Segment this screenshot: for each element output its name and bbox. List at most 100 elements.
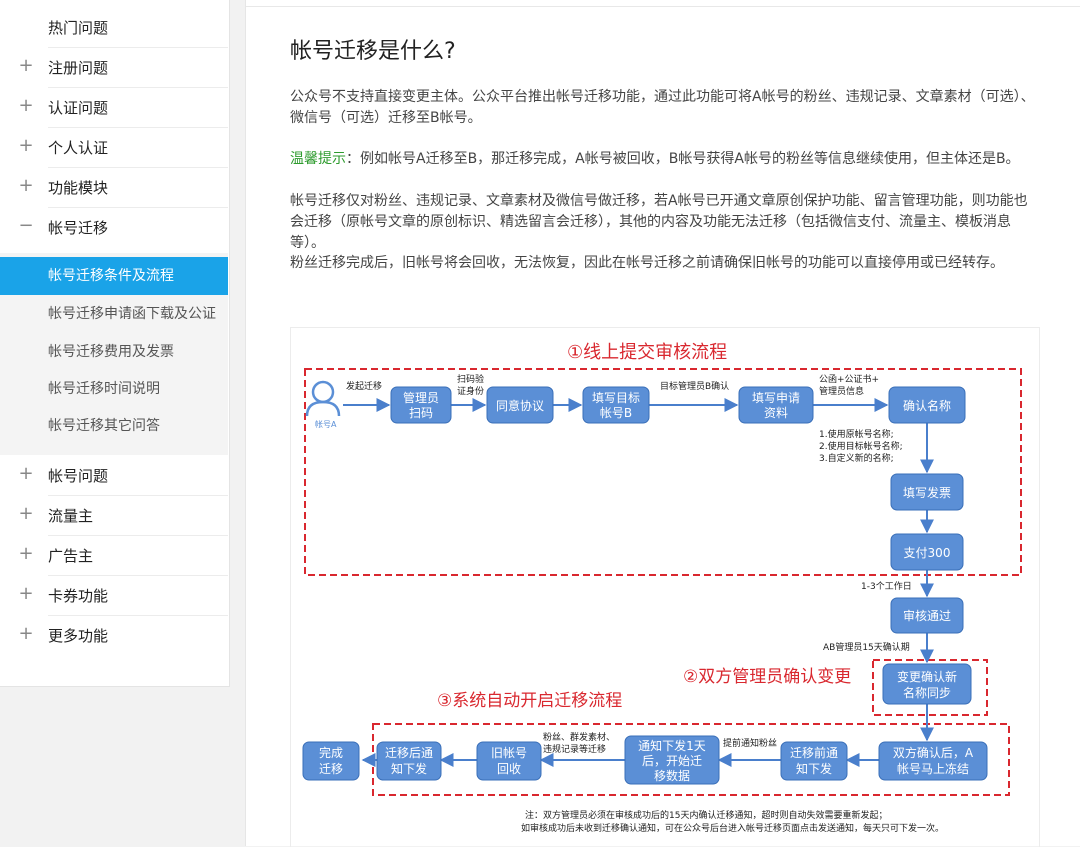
sidebar-item-register[interactable]: + 注册问题 bbox=[0, 48, 228, 88]
box-change-confirm bbox=[882, 663, 972, 705]
sidebar: 热门问题 + 注册问题 + 认证问题 + 个人认证 + 功能模块 − 帐号迁移 … bbox=[0, 0, 230, 687]
sidebar-item-account[interactable]: + 帐号问题 bbox=[0, 456, 228, 496]
svg-text:填写发票: 填写发票 bbox=[903, 485, 951, 500]
submenu-item-other[interactable]: 帐号迁移其它问答 bbox=[0, 407, 228, 445]
svg-text:旧帐号: 旧帐号 bbox=[491, 745, 527, 760]
submenu-item-label: 帐号迁移时间说明 bbox=[48, 381, 160, 397]
svg-text:帐号B: 帐号B bbox=[600, 405, 632, 420]
sidebar-item-label: 更多功能 bbox=[48, 627, 109, 645]
page-title: 帐号迁移是什么? bbox=[290, 39, 456, 64]
svg-text:回收: 回收 bbox=[497, 762, 521, 776]
sidebar-item-hot[interactable]: 热门问题 bbox=[0, 8, 228, 48]
box-fill-invoice bbox=[890, 473, 964, 511]
sidebar-item-label: 认证问题 bbox=[48, 99, 109, 117]
sidebar-item-label: 热门问题 bbox=[48, 19, 109, 37]
svg-text:扫码: 扫码 bbox=[409, 406, 433, 420]
submenu-item-conditions[interactable]: 帐号迁移条件及流程 bbox=[0, 257, 228, 295]
svg-text:审核通过: 审核通过 bbox=[903, 608, 951, 623]
plus-icon: + bbox=[18, 95, 34, 116]
svg-text:名称同步: 名称同步 bbox=[903, 685, 951, 700]
article: 帐号迁移是什么? 公众号不支持直接变更主体。公众平台推出帐号迁移功能，通过此功能… bbox=[245, 0, 1080, 847]
svg-text:帐号马上冻结: 帐号马上冻结 bbox=[897, 761, 969, 776]
expand-icon bbox=[18, 16, 34, 36]
submenu-item-letter[interactable]: 帐号迁移申请函下载及公证 bbox=[0, 295, 228, 333]
tip-text: ：例如帐号A迁移至B，那迁移完成，A帐号被回收，B帐号获得A帐号的粉丝等信息继续… bbox=[346, 151, 1020, 167]
sidebar-item-functions[interactable]: + 功能模块 bbox=[0, 168, 228, 208]
submenu-item-label: 帐号迁移费用及发票 bbox=[48, 344, 174, 360]
box-old-recycle bbox=[476, 741, 542, 781]
sidebar-item-label: 广告主 bbox=[48, 547, 94, 565]
plus-icon: + bbox=[18, 583, 34, 604]
sidebar-item-traffic[interactable]: + 流量主 bbox=[0, 496, 228, 536]
sidebar-item-verify[interactable]: + 认证问题 bbox=[0, 88, 228, 128]
warning-paragraph: 粉丝迁移完成后，旧帐号将会回收，无法恢复，因此在帐号迁移之前请确保旧帐号的功能可… bbox=[290, 255, 1004, 271]
svg-text:违规记录等迁移: 违规记录等迁移 bbox=[543, 743, 606, 755]
sidebar-item-migration[interactable]: − 帐号迁移 bbox=[0, 208, 228, 248]
sidebar-item-coupons[interactable]: + 卡券功能 bbox=[0, 576, 228, 616]
note-line-2: 如审核成功后未收到迁移确认通知，可在公众号后台进入帐号迁移页面点击发送通知，每天… bbox=[521, 822, 944, 834]
box-both-confirm bbox=[878, 741, 988, 781]
section1-title: ①线上提交审核流程 bbox=[567, 342, 727, 363]
svg-text:迁移后通: 迁移后通 bbox=[385, 746, 433, 760]
svg-text:管理员信息: 管理员信息 bbox=[819, 385, 864, 397]
svg-text:同意协议: 同意协议 bbox=[496, 398, 544, 413]
sidebar-item-personal[interactable]: + 个人认证 bbox=[0, 128, 228, 168]
svg-text:确认名称: 确认名称 bbox=[903, 398, 951, 413]
label-notary: 公函+公证书+ bbox=[819, 374, 879, 385]
box-fill-application bbox=[738, 386, 814, 424]
submenu-item-label: 帐号迁移条件及流程 bbox=[48, 268, 174, 284]
plus-icon: + bbox=[18, 175, 34, 196]
label-name-options: 1.使用原帐号名称; bbox=[819, 428, 894, 440]
label-target-admin: 目标管理员B确认 bbox=[660, 380, 729, 392]
submenu-item-time[interactable]: 帐号迁移时间说明 bbox=[0, 370, 228, 408]
box-pre-notify bbox=[780, 741, 848, 781]
box-notify-1day bbox=[624, 735, 720, 785]
svg-text:管理员: 管理员 bbox=[403, 390, 439, 405]
label-scan-verify: 扫码验 bbox=[457, 373, 484, 385]
plus-icon: + bbox=[18, 55, 34, 76]
sidebar-item-label: 流量主 bbox=[48, 507, 94, 525]
svg-text:证身份: 证身份 bbox=[457, 385, 484, 397]
box-pay bbox=[890, 533, 964, 571]
label-ab-confirm: AB管理员15天确认期 bbox=[823, 641, 910, 653]
submenu-item-label: 帐号迁移申请函下载及公证 bbox=[48, 306, 216, 322]
svg-text:支付300: 支付300 bbox=[904, 546, 951, 560]
svg-text:知下发: 知下发 bbox=[391, 761, 427, 776]
box-done bbox=[302, 741, 360, 781]
label-fans-materials: 粉丝、群发素材、 bbox=[543, 731, 615, 743]
submenu-item-label: 帐号迁移其它问答 bbox=[48, 418, 160, 434]
svg-text:完成: 完成 bbox=[319, 745, 343, 760]
plus-icon: + bbox=[18, 623, 34, 644]
svg-text:2.使用目标帐号名称;: 2.使用目标帐号名称; bbox=[819, 440, 903, 452]
svg-text:知下发: 知下发 bbox=[796, 761, 832, 776]
svg-text:3.自定义新的名称;: 3.自定义新的名称; bbox=[819, 452, 894, 464]
sidebar-item-label: 个人认证 bbox=[48, 139, 109, 157]
label-pre-notify-fans: 提前通知粉丝 bbox=[723, 737, 777, 749]
plus-icon: + bbox=[18, 135, 34, 156]
section3-title: ③系统自动开启迁移流程 bbox=[437, 691, 622, 711]
label-start-migration: 发起迁移 bbox=[346, 380, 382, 392]
sidebar-item-label: 帐号迁移 bbox=[48, 219, 109, 237]
account-a-label: 帐号A bbox=[315, 419, 337, 429]
sidebar-item-label: 注册问题 bbox=[48, 59, 109, 77]
box-approved bbox=[890, 597, 964, 634]
migration-flow-diagram: ①线上提交审核流程 ②双方管理员确认变更 ③系统自动开启迁移流程 帐号A bbox=[290, 327, 1040, 847]
plus-icon: + bbox=[18, 463, 34, 484]
scope-paragraph: 帐号迁移仅对粉丝、违规记录、文章素材及微信号做迁移，若A帐号已开通文章原创保护功… bbox=[290, 193, 1028, 251]
svg-text:迁移前通: 迁移前通 bbox=[790, 745, 838, 760]
svg-text:通知下发1天: 通知下发1天 bbox=[638, 738, 706, 753]
submenu: 帐号迁移条件及流程 帐号迁移申请函下载及公证 帐号迁移费用及发票 帐号迁移时间说… bbox=[0, 253, 228, 455]
box-post-notify bbox=[376, 741, 442, 781]
sidebar-item-advertiser[interactable]: + 广告主 bbox=[0, 536, 228, 576]
plus-icon: + bbox=[18, 503, 34, 524]
svg-text:填写目标: 填写目标 bbox=[592, 391, 640, 405]
sidebar-item-more[interactable]: + 更多功能 bbox=[0, 616, 228, 656]
submenu-item-fees[interactable]: 帐号迁移费用及发票 bbox=[0, 333, 228, 371]
intro-paragraph: 公众号不支持直接变更主体。公众平台推出帐号迁移功能，通过此功能可将A帐号的粉丝、… bbox=[290, 89, 1035, 126]
box-agree bbox=[486, 386, 554, 424]
svg-text:变更确认新: 变更确认新 bbox=[897, 669, 957, 684]
box-fill-target bbox=[582, 386, 650, 424]
plus-icon: + bbox=[18, 543, 34, 564]
svg-text:资料: 资料 bbox=[764, 406, 788, 420]
user-icon bbox=[305, 380, 341, 417]
